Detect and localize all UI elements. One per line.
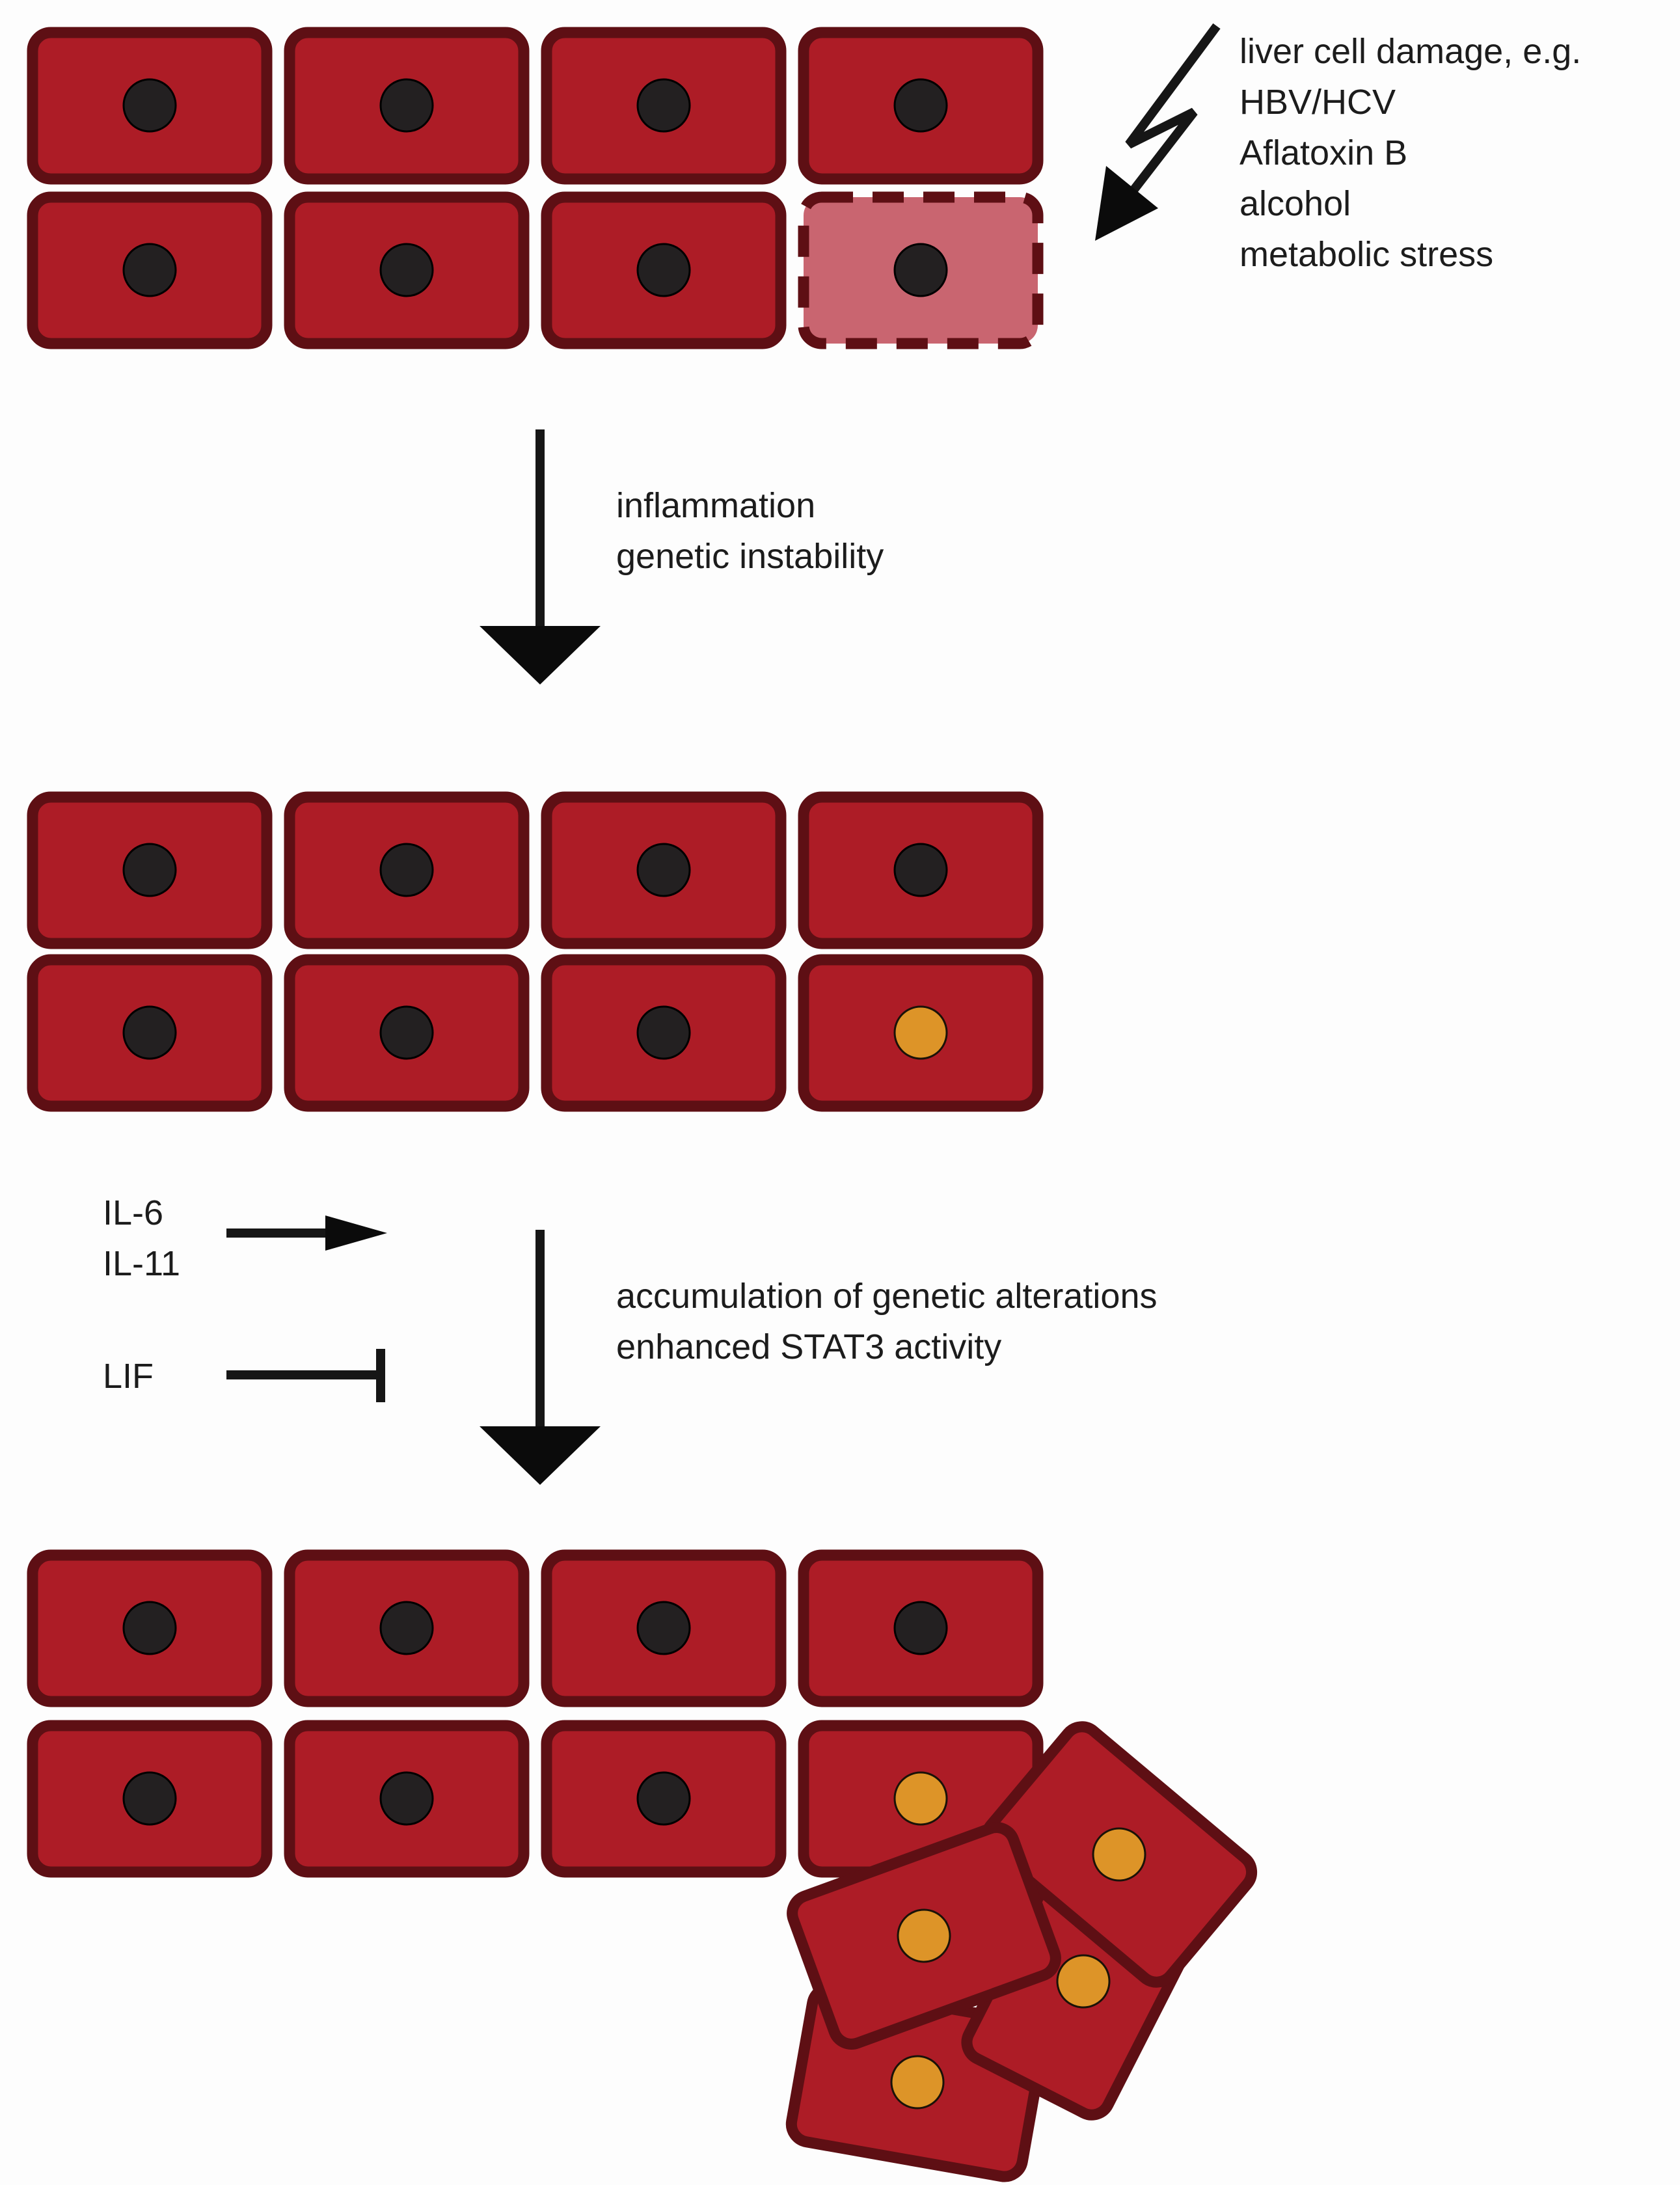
mutated-nucleus xyxy=(897,1908,951,1963)
normal-nucleus xyxy=(379,1005,434,1060)
stage-2-row-1 xyxy=(27,791,1044,949)
hepatocyte xyxy=(27,27,273,185)
hepatocyte xyxy=(798,27,1044,185)
hepatocyte xyxy=(284,191,530,349)
tumor-cluster xyxy=(785,1721,1258,2182)
normal-nucleus xyxy=(122,1005,177,1060)
activation-arrow xyxy=(226,1215,387,1251)
mutated-nucleus xyxy=(893,1005,948,1060)
normal-nucleus xyxy=(636,843,691,897)
stage-1-row-2 xyxy=(27,191,1044,349)
hepatocyte xyxy=(27,191,273,349)
normal-nucleus xyxy=(893,1601,948,1655)
tumor-cell xyxy=(981,1721,1258,1988)
inhibition-bar xyxy=(226,1349,385,1402)
damage-line-2: HBV/HCV xyxy=(1240,83,1396,122)
hepatocyte xyxy=(541,1720,787,1878)
hepatocyte xyxy=(541,27,787,185)
hepatocyte xyxy=(284,1720,530,1878)
hepatocyte xyxy=(541,191,787,349)
normal-nucleus xyxy=(379,1601,434,1655)
step-2-label: accumulation of genetic alterations enha… xyxy=(616,1277,1167,1366)
normal-nucleus xyxy=(122,1601,177,1655)
lif-label: LIF xyxy=(103,1357,154,1396)
hepatocyte xyxy=(541,1549,787,1707)
damage-line-1: liver cell damage, e.g. xyxy=(1240,32,1581,71)
normal-nucleus xyxy=(379,78,434,133)
hepatocyte xyxy=(284,1549,530,1707)
hepatocyte xyxy=(541,791,787,949)
normal-nucleus xyxy=(122,78,177,133)
normal-nucleus xyxy=(122,843,177,897)
mutated-nucleus xyxy=(890,2055,945,2110)
hepatocyte xyxy=(284,954,530,1112)
normal-nucleus xyxy=(122,1771,177,1826)
hepatocyte xyxy=(284,791,530,949)
normal-nucleus xyxy=(893,243,948,297)
stage-3-row-2 xyxy=(27,1720,1044,1878)
stage-2-row-2 xyxy=(27,954,1044,1112)
hepatocyte xyxy=(798,1549,1044,1707)
normal-nucleus xyxy=(636,243,691,297)
tumor-cell xyxy=(787,1822,1061,2050)
mutated-nucleus xyxy=(1056,1954,1111,2009)
il11-label: IL-11 xyxy=(103,1244,180,1283)
step-2-line-2: enhanced STAT3 activity xyxy=(616,1327,1001,1366)
damage-causes-label: liver cell damage, e.g. HBV/HCV Aflatoxi… xyxy=(1240,32,1591,274)
damaged-hepatocyte xyxy=(798,191,1044,349)
stage-1-cell-sheet xyxy=(27,27,1044,349)
normal-nucleus xyxy=(379,243,434,297)
normal-nucleus xyxy=(636,1771,691,1826)
hepatocyte xyxy=(27,791,273,949)
stage-3-cell-sheet xyxy=(27,1549,1044,1878)
hepatocyte xyxy=(798,791,1044,949)
hepatocyte xyxy=(27,954,273,1112)
normal-nucleus xyxy=(893,78,948,133)
step-1-label: inflammation genetic instability xyxy=(616,486,884,576)
normal-nucleus xyxy=(636,1601,691,1655)
mutated-nucleus xyxy=(1092,1827,1146,1882)
damage-line-3: Aflatoxin B xyxy=(1240,133,1407,172)
hepatocyte xyxy=(27,1720,273,1878)
step-2-line-1: accumulation of genetic alterations xyxy=(616,1277,1158,1316)
progression-arrow-2 xyxy=(480,1230,601,1485)
hepatocyte xyxy=(541,954,787,1112)
stage-2-cell-sheet xyxy=(27,791,1044,1112)
stage-1-row-1 xyxy=(27,27,1044,185)
normal-nucleus xyxy=(636,1005,691,1060)
damage-line-5: metabolic stress xyxy=(1240,235,1493,274)
hepatocyte xyxy=(284,27,530,185)
mutated-nucleus xyxy=(893,1771,948,1826)
damage-line-4: alcohol xyxy=(1240,184,1351,223)
activator-cytokines-label: IL-6 IL-11 xyxy=(103,1193,180,1283)
normal-nucleus xyxy=(636,78,691,133)
step-1-line-1: inflammation xyxy=(616,486,815,525)
il6-label: IL-6 xyxy=(103,1193,163,1232)
progression-arrow-1 xyxy=(480,429,601,685)
normal-nucleus xyxy=(122,243,177,297)
hepatocyte xyxy=(27,1549,273,1707)
stage-3-row-1 xyxy=(27,1549,1044,1707)
mutated-hepatocyte xyxy=(798,954,1044,1112)
normal-nucleus xyxy=(379,843,434,897)
step-1-line-2: genetic instability xyxy=(616,537,884,576)
lightning-bolt-icon xyxy=(1095,23,1221,241)
normal-nucleus xyxy=(379,1771,434,1826)
normal-nucleus xyxy=(893,843,948,897)
